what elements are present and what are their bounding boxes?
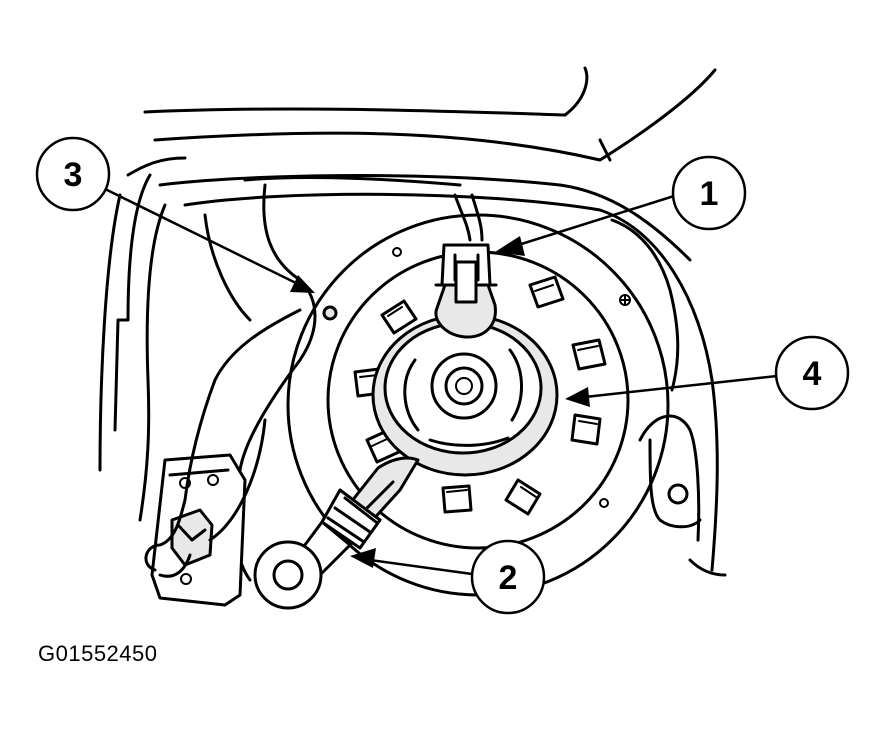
- callout-2: 2: [350, 539, 546, 615]
- shroud-slots: [353, 275, 607, 516]
- callout-number-3: 3: [64, 156, 83, 194]
- fan-motor: [371, 313, 559, 477]
- callout-number-2: 2: [499, 559, 518, 597]
- callout-1: 1: [495, 155, 747, 256]
- callout-3: 3: [35, 136, 315, 293]
- mounting-bracket: [150, 418, 267, 607]
- motor-electrical-connector: [434, 193, 498, 339]
- body-panel-outline: [98, 66, 727, 582]
- figure-id-label: G01552450: [38, 641, 158, 666]
- callout-number-4: 4: [803, 355, 822, 393]
- callout-4: 4: [565, 335, 850, 411]
- wiring-harness: [144, 308, 302, 578]
- ground-wire-boot: [253, 456, 420, 610]
- callout-number-1: 1: [700, 175, 719, 213]
